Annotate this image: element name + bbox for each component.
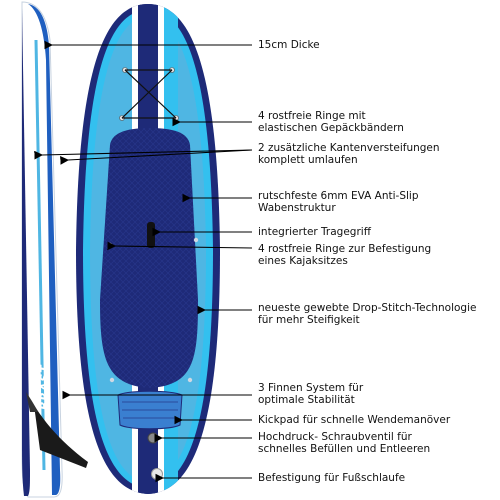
side-view-top-rail bbox=[28, 4, 61, 495]
leader-lines bbox=[34, 40, 253, 483]
brand-logo: BRAST bbox=[38, 364, 51, 410]
callout-dropstitch: neueste gewebte Drop-Stitch-Technologie … bbox=[258, 302, 476, 326]
callout-line: 15cm Dicke bbox=[258, 39, 320, 51]
callout-thickness: 15cm Dicke bbox=[258, 39, 320, 51]
callout-line: 3 Finnen System für bbox=[258, 382, 364, 394]
callout-line: Wabenstruktur bbox=[258, 202, 336, 214]
callout-fins: 3 Finnen System für optimale Stabilität bbox=[258, 382, 363, 406]
leash-ring-icon bbox=[151, 468, 163, 480]
callout-line: schnelles Befüllen und Entleeren bbox=[258, 443, 431, 455]
brand-logo-text: BRAST bbox=[38, 364, 51, 410]
callout-kickpad: Kickpad für schnelle Wendemanöver bbox=[258, 414, 450, 426]
top-view-board bbox=[76, 4, 220, 494]
callout-line: 4 rostfreie Ringe mit bbox=[258, 110, 366, 122]
callout-leash: Befestigung für Fußschlaufe bbox=[258, 472, 405, 484]
callout-line: für mehr Steifigkeit bbox=[258, 314, 360, 326]
callout-line: eines Kajaksitzes bbox=[258, 255, 348, 267]
callout-eva: rutschfeste 6mm EVA Anti-Slip Wabenstruk… bbox=[258, 190, 419, 214]
side-fin-small-icon bbox=[26, 392, 38, 412]
callout-handle: integrierter Tragegriff bbox=[258, 226, 371, 238]
side-view-board: BRAST bbox=[21, 1, 88, 498]
valve-icon bbox=[147, 432, 159, 444]
callout-line: integrierter Tragegriff bbox=[258, 226, 371, 238]
leader-rails bbox=[34, 149, 253, 160]
kayak-ring-icon bbox=[109, 377, 115, 383]
callout-line: komplett umlaufen bbox=[258, 154, 358, 166]
callout-valve: Hochdruck- Schraubventil für schnelles B… bbox=[258, 431, 430, 455]
callout-line: elastischen Gepäckbändern bbox=[258, 122, 404, 134]
carry-handle-icon bbox=[147, 222, 155, 248]
side-view-stripe bbox=[34, 39, 46, 471]
callout-line: optimale Stabilität bbox=[258, 394, 355, 406]
callout-line: Hochdruck- Schraubventil für bbox=[258, 431, 412, 443]
callout-rings-bungee: 4 rostfreie Ringe mit elastischen Gepäck… bbox=[258, 110, 404, 134]
leader-rails-2 bbox=[60, 149, 253, 165]
kayak-ring-icon bbox=[193, 237, 199, 243]
callout-line: 4 rostfreie Ringe zur Befestigung bbox=[258, 243, 432, 255]
callout-line: Kickpad für schnelle Wendemanöver bbox=[258, 414, 451, 426]
fin-icon bbox=[34, 405, 88, 468]
callout-kayak-rings: 4 rostfreie Ringe zur Befestigung eines … bbox=[258, 243, 431, 267]
leader-kayak-rings bbox=[107, 241, 253, 251]
kayak-ring-icon bbox=[187, 377, 193, 383]
kayak-ring-icon bbox=[107, 242, 113, 248]
callout-line: Befestigung für Fußschlaufe bbox=[258, 472, 406, 484]
eva-deck-pad-texture bbox=[100, 128, 198, 388]
side-view-bottom-rail bbox=[22, 8, 30, 496]
callout-line: neueste gewebte Drop-Stitch-Technologie bbox=[258, 302, 477, 314]
callout-line: rutschfeste 6mm EVA Anti-Slip bbox=[258, 190, 419, 202]
callout-rails: 2 zusätzliche Kantenversteifungen komple… bbox=[258, 142, 440, 166]
callout-line: 2 zusätzliche Kantenversteifungen bbox=[258, 142, 440, 154]
